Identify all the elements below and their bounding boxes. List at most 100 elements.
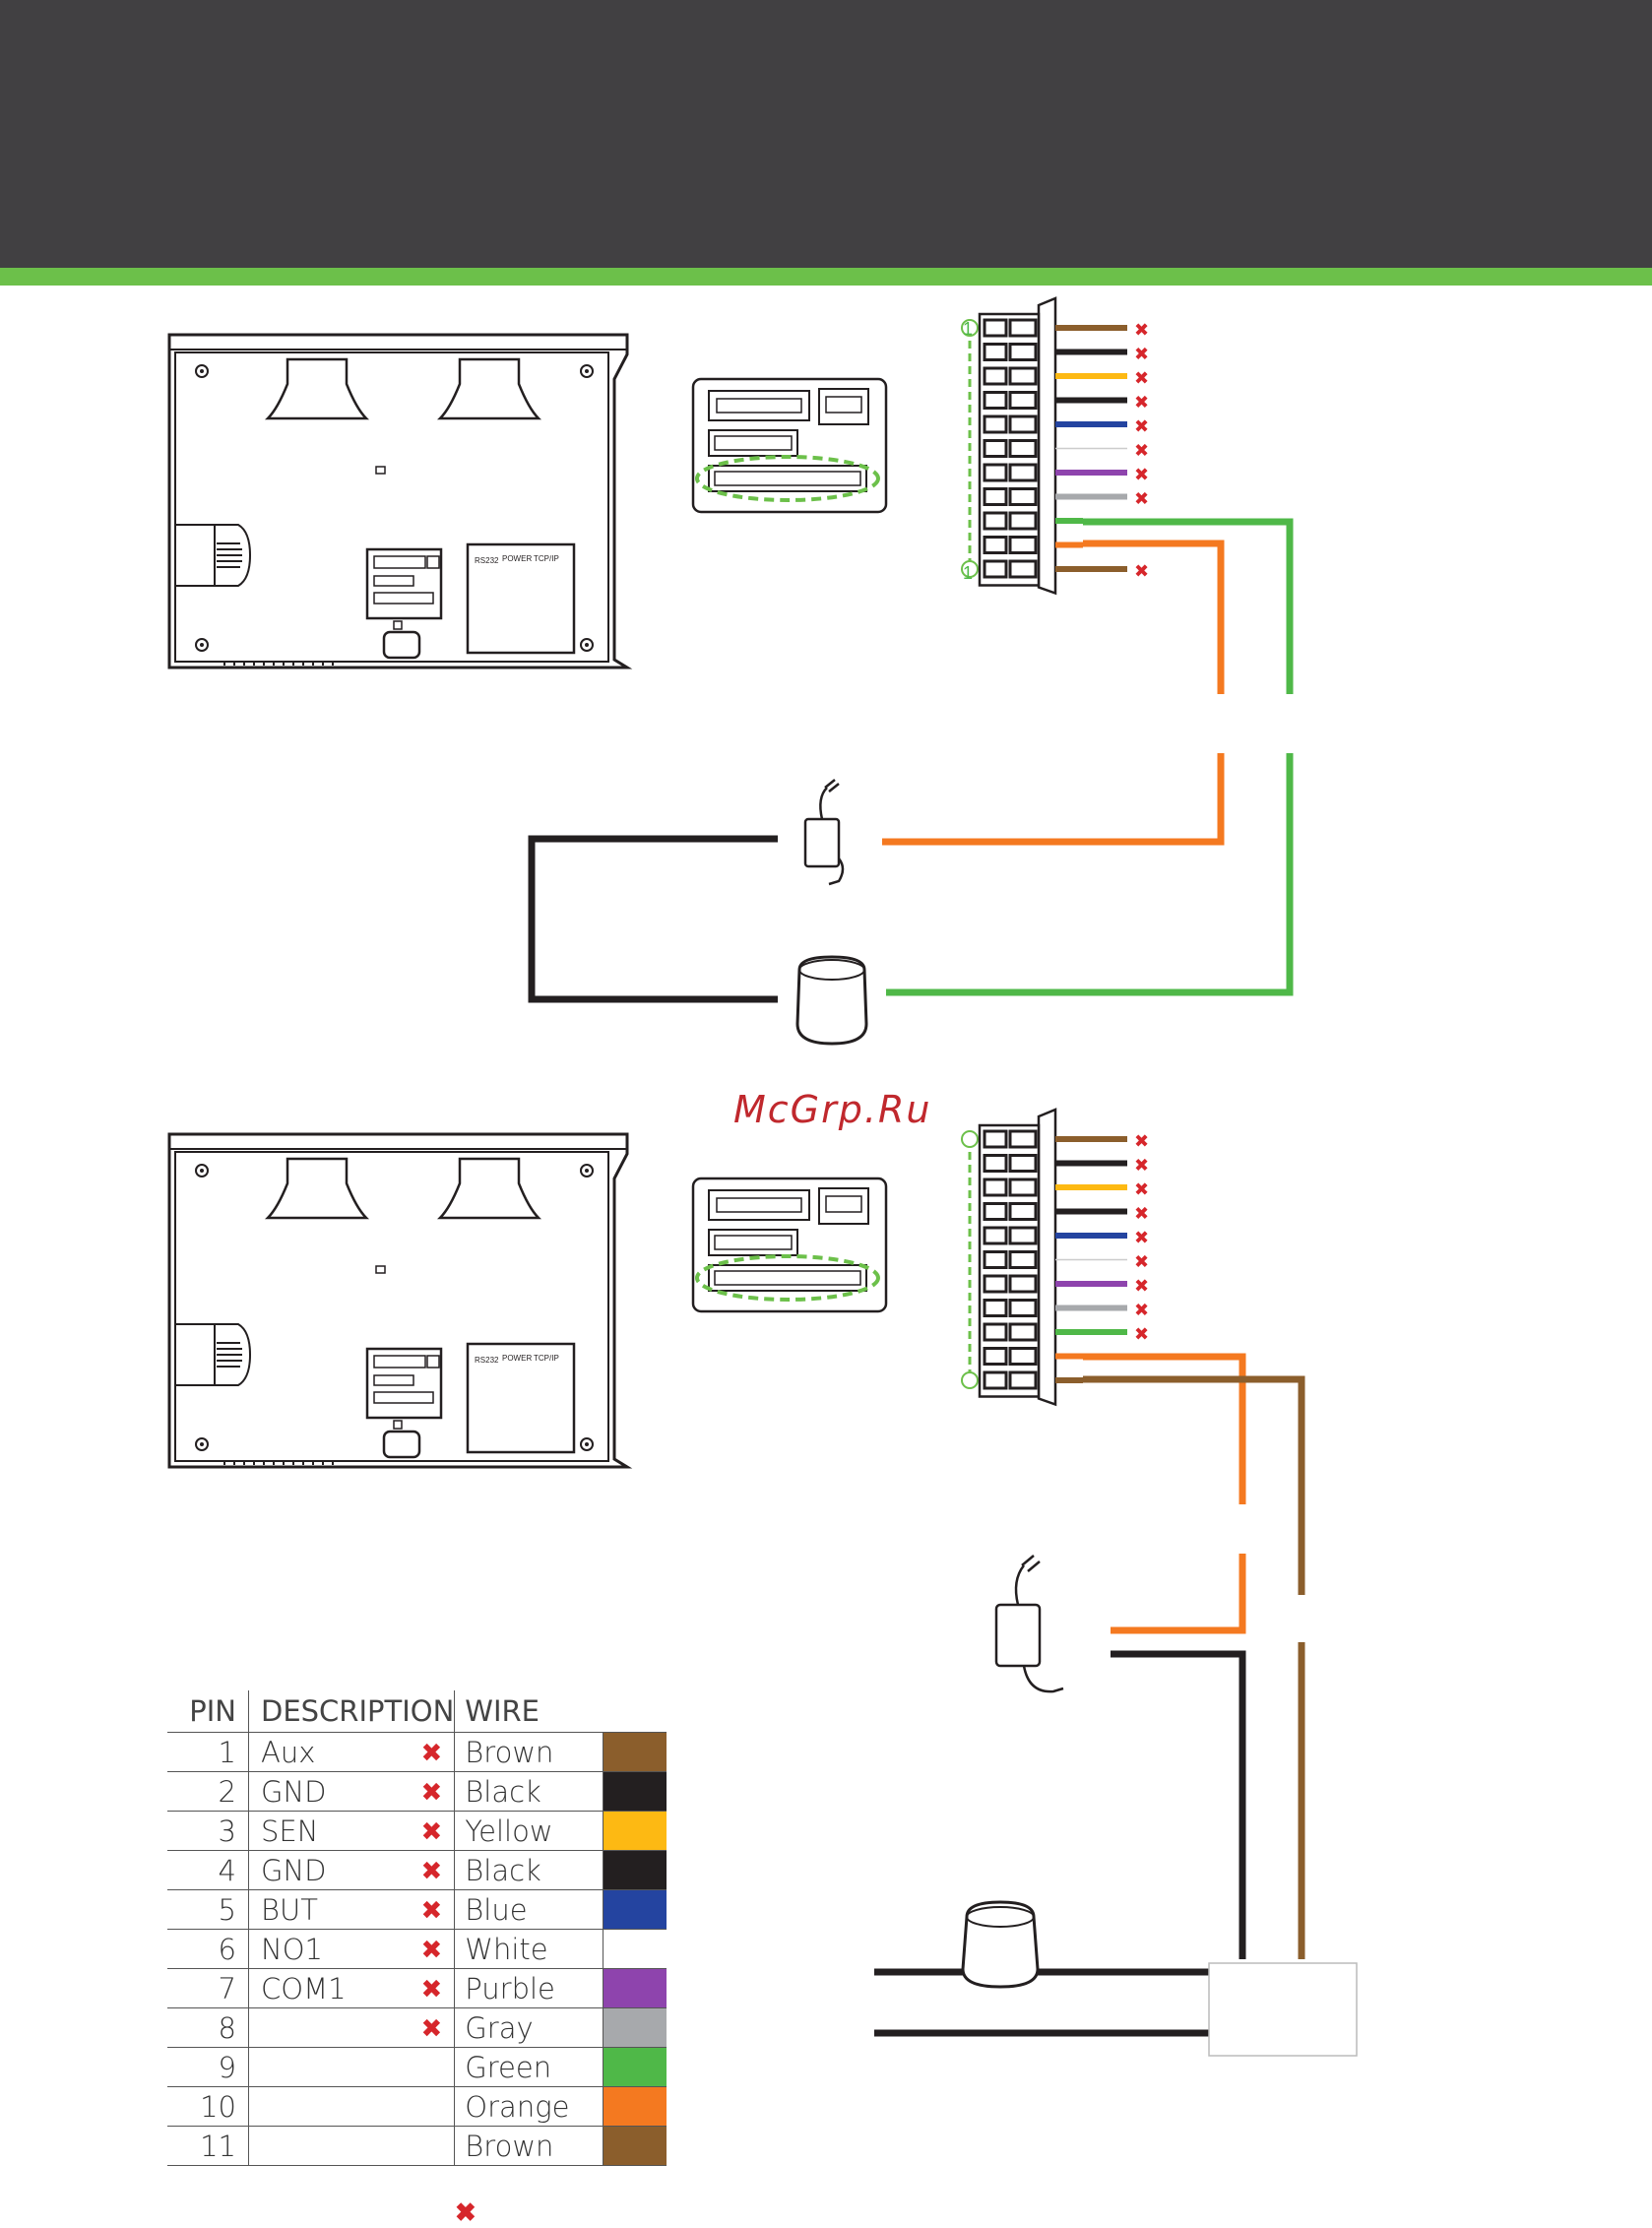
terminal-slot [1010,1252,1036,1268]
pin-description-cell: Aux ✖ [249,1733,455,1772]
terminal-slot [1010,1372,1036,1388]
table-header-row: PIN DESCRIPTION WIRE [167,1690,667,1733]
pin-number: 10 [167,2087,249,2127]
terminal-pin [985,1372,1006,1388]
header-swatch [604,1690,667,1733]
terminal-pin [985,513,1006,529]
header-description: DESCRIPTION [249,1690,455,1733]
not-used-x-icon: ✖ [1134,393,1149,414]
not-used-x-icon: ✖ [421,1896,443,1926]
terminal-pin [985,345,1006,360]
wire-color-swatch [604,1772,667,1812]
wires-diagram-1 [532,522,1290,999]
terminal-pin [985,1131,1006,1147]
wire-color-name: Yellow [455,1812,604,1851]
not-used-x-icon: ✖ [1134,489,1149,510]
terminal-pin [985,1228,1006,1243]
terminal-pin [985,1179,1006,1195]
pin-1-circle [962,1131,978,1147]
beacon-light-icon-2 [963,1902,1038,1987]
pin-description-cell: BUT ✖ [249,1890,455,1930]
x-legend-icon: ✖ [455,2197,477,2228]
wires-diagram-2 [874,1357,1302,2033]
pin-description: Aux [261,1736,315,1769]
wire-color-swatch [604,2127,667,2166]
pin-number: 8 [167,2008,249,2048]
relay-box [1209,1963,1357,2056]
port-panel-1 [693,379,886,512]
wire-color-swatch [604,1812,667,1851]
wire-color-name: Black [455,1851,604,1890]
terminal-pin [985,1324,1006,1340]
pin-1-marker-bottom: 1 [963,563,973,583]
terminal-pin [985,489,1006,505]
terminal-slot [1010,1204,1036,1220]
pin-description-cell: GND✖ [249,1772,455,1812]
terminal-pin [985,465,1006,480]
pin-number: 5 [167,1890,249,1930]
terminal-pin [985,1156,1006,1172]
access-device-1 [169,335,627,668]
terminal-pin [985,1301,1006,1316]
wire-color-swatch [604,1890,667,1930]
not-used-x-icon: ✖ [1134,1252,1149,1273]
pin-description-cell: SEN✖ [249,1812,455,1851]
terminal-slot [1010,1131,1036,1147]
not-used-x-icon: ✖ [1134,345,1149,365]
wire-color-name: Purble [455,1969,604,2008]
pin-description-cell: ✖ [249,2008,455,2048]
wire-color-swatch [604,2048,667,2087]
terminal-block-2: ✖✖✖✖✖✖✖✖✖ [962,1110,1149,1405]
pin-description-cell [249,2087,455,2127]
terminal-housing [1039,1110,1055,1405]
wire-color-name: White [455,1930,604,1969]
terminal-slot [1010,368,1036,384]
table-row: 9Green [167,2048,667,2087]
pin-number: 1 [167,1733,249,1772]
terminal-slot [1010,538,1036,553]
terminal-slot [1010,1324,1036,1340]
table-row: 5BUT✖Blue [167,1890,667,1930]
not-used-x-icon: ✖ [1134,1276,1149,1297]
wire-color-name: Black [455,1772,604,1812]
terminal-pin [985,416,1006,432]
terminal-pin [985,320,1006,336]
terminal-slot [1010,1301,1036,1316]
terminal-slot [1010,1228,1036,1243]
wire-color-name: Brown [455,2127,604,2166]
terminal-pin [985,1349,1006,1365]
not-used-x-icon: ✖ [421,1739,443,1768]
wire-color-name: Brown [455,1733,604,1772]
terminal-slot [1010,320,1036,336]
terminal-pin [985,1204,1006,1220]
table-row: 6NO1✖White [167,1930,667,1969]
not-used-x-icon: ✖ [421,1936,443,1965]
not-used-x-icon: ✖ [421,1817,443,1847]
wire-color-swatch [604,1733,667,1772]
not-used-x-icon: ✖ [1134,561,1149,582]
not-used-x-icon: ✖ [1134,1131,1149,1152]
not-used-x-icon: ✖ [1134,1301,1149,1321]
wire-color-name: Gray [455,2008,604,2048]
pin-description: BUT [261,1893,318,1927]
not-used-x-icon: ✖ [1134,441,1149,462]
wire-color-name: Green [455,2048,604,2087]
terminal-pin [985,393,1006,409]
pin-description-cell: NO1✖ [249,1930,455,1969]
pin-number: 6 [167,1930,249,1969]
pin-number: 2 [167,1772,249,1812]
not-used-x-icon: ✖ [421,1778,443,1808]
header-wire: WIRE [455,1690,604,1733]
pin-description-cell [249,2048,455,2087]
terminal-block-1: ✖✖✖✖✖✖✖✖✖ [962,298,1149,594]
pin-number: 3 [167,1812,249,1851]
table-row: 8✖Gray [167,2008,667,2048]
pin-description-cell: GND✖ [249,1851,455,1890]
terminal-slot [1010,1276,1036,1292]
not-used-x-icon: ✖ [1134,368,1149,389]
pin-number: 7 [167,1969,249,2008]
